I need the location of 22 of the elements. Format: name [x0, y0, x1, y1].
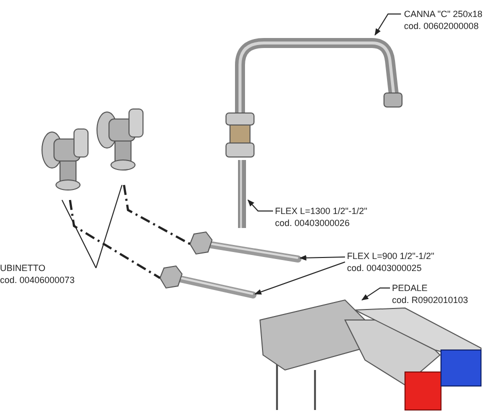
- leader-line: [96, 184, 122, 268]
- connection-line: [68, 200, 161, 279]
- part-code: cod. 00602000008: [404, 20, 479, 32]
- part-name: PEDALE: [392, 282, 428, 294]
- part-code: cod. 00403000026: [275, 217, 350, 229]
- part-name: FLEX L=900 1/2"-1/2": [347, 250, 434, 262]
- leader-line: [374, 14, 402, 36]
- part-name: CANNA "C" 250x18: [404, 8, 482, 20]
- part-name: FLEX L=1300 1/2"-1/2": [275, 205, 368, 217]
- leader-line: [248, 199, 274, 212]
- connection-line: [122, 184, 191, 245]
- leader-line: [62, 200, 96, 268]
- leader-line: [254, 262, 346, 295]
- flex-hose-drawing: [236, 160, 248, 228]
- part-name: UBINETTO: [0, 262, 46, 274]
- leader-line: [361, 288, 390, 300]
- flex-hose-drawing: [160, 266, 255, 298]
- part-code: cod. 00406000073: [0, 274, 75, 286]
- flex-hose-drawing: [190, 232, 300, 262]
- part-code: cod. R0902010103: [392, 294, 468, 306]
- part-code: cod. 00403000025: [347, 262, 422, 274]
- leader-line: [299, 255, 346, 261]
